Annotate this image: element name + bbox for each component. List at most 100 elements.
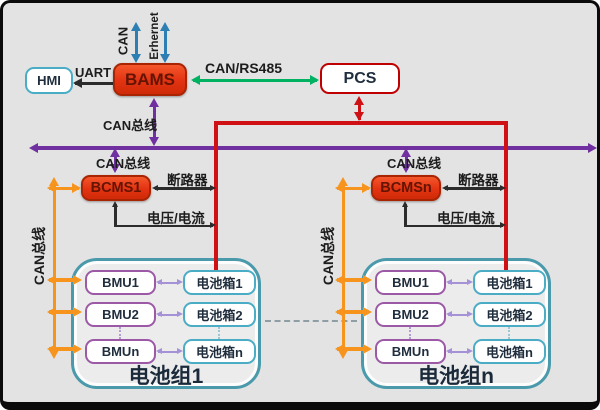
uart-line — [75, 82, 113, 85]
bmu-pack-link-line — [448, 313, 467, 316]
can-rs485-line — [193, 78, 317, 82]
left-can-trunk-down-arrowhead — [49, 350, 59, 359]
bmu-box: BMU1 — [375, 270, 446, 295]
battery-pack-box: 电池箱2 — [183, 302, 256, 327]
bmu-pack-link-right-arrowhead — [467, 348, 473, 354]
pack-ellipsis-line — [218, 327, 220, 339]
bmu-pack-link-left-arrowhead — [446, 311, 452, 317]
bmu-can-branch-line — [49, 310, 77, 314]
left-can-trunk-line — [52, 183, 56, 351]
bmu-pack-link-right-arrowhead — [467, 311, 473, 317]
bmu-pack-link-right-arrowhead — [467, 279, 473, 285]
bmu-pack-link-right-arrowhead — [177, 348, 183, 354]
bmu-pack-link-right-arrowhead — [177, 279, 183, 285]
left-vc-up-arrowhead — [111, 201, 118, 207]
right-breaker-left-arrowhead — [442, 184, 448, 191]
right-can-trunk-line — [341, 183, 345, 351]
bcmsn-label: BCMSn — [380, 180, 432, 196]
battery-pack-label: 电池箱n — [486, 345, 533, 360]
bmu-label: BMU1 — [392, 275, 429, 290]
bmu-pack-link-left-arrowhead — [156, 348, 162, 354]
battery-pack-label: 电池箱2 — [196, 308, 243, 323]
battery-pack-label: 电池箱2 — [486, 308, 533, 323]
can-bus-left-arrowhead — [29, 142, 38, 153]
bcms1-box: BCMS1 — [81, 175, 151, 201]
bcms1-bus-line — [113, 152, 117, 170]
battery-group-title: 电池组1 — [128, 365, 204, 388]
bcms1-bus-down-arrowhead — [110, 164, 120, 173]
bams-label: BAMS — [124, 69, 176, 89]
bcmsn-bus-up-arrowhead — [401, 148, 411, 157]
bcms1-label: BCMS1 — [90, 180, 142, 196]
can-bus-main-line — [35, 146, 593, 150]
bcmsn-trunk-right-arrowhead — [362, 183, 371, 193]
uart-left-arrowhead — [73, 78, 82, 88]
bmu-pack-link-line — [448, 350, 467, 353]
bmu-pack-link-line — [448, 281, 467, 284]
bmu-can-branch-left-arrowhead — [47, 306, 56, 317]
left-can-trunk-up-arrowhead — [49, 177, 59, 186]
bmu-can-branch-right-arrowhead — [73, 306, 82, 317]
battery-pack-box: 电池箱1 — [183, 270, 256, 295]
battery-pack-box: 电池箱n — [473, 339, 546, 364]
left-breaker-line — [155, 187, 212, 190]
left-vc-right-arrowhead — [210, 222, 216, 228]
can-rs485-label: CAN/RS485 — [205, 60, 283, 76]
bams-bus-down-arrowhead — [149, 137, 159, 146]
bmu-can-branch-right-arrowhead — [73, 343, 82, 354]
battery-pack-label: 电池箱1 — [486, 276, 533, 291]
right-can-trunk-up-arrowhead — [338, 177, 348, 186]
ethernet-up-arrowhead — [160, 22, 170, 31]
bmu-can-branch-line — [49, 347, 77, 351]
bmu-can-branch-line — [337, 347, 367, 351]
bams-can-bus-label: CAN总线 — [103, 118, 158, 133]
bmu-label: BMUn — [391, 344, 430, 359]
bmu-box: BMU2 — [375, 302, 446, 327]
bams-bus-up-arrowhead — [149, 98, 159, 107]
left-breaker-left-arrowhead — [152, 184, 158, 191]
bmu-ellipsis-line — [409, 327, 411, 339]
left-breaker-right-arrowhead — [210, 184, 216, 191]
can-rs485-left-arrowhead — [191, 75, 200, 85]
bmu-box: BMU2 — [85, 302, 156, 327]
bmu-pack-link-left-arrowhead — [446, 279, 452, 285]
right-vc-right-arrowhead — [500, 222, 506, 228]
pcs-power-line — [357, 100, 361, 120]
bmu-label: BMU2 — [392, 307, 429, 322]
bmu-can-branch-right-arrowhead — [363, 274, 372, 285]
right-vc-up-arrowhead — [401, 201, 408, 207]
group-continuation-dashed-line — [265, 320, 357, 322]
bmu-can-branch-left-arrowhead — [335, 274, 344, 285]
power-line-left-vertical — [214, 121, 218, 270]
bcmsn-bus-down-arrowhead — [401, 164, 411, 173]
bcms1-bus-up-arrowhead — [110, 148, 120, 157]
bmu-can-branch-left-arrowhead — [335, 343, 344, 354]
pcs-box: PCS — [320, 63, 400, 94]
can-top-up-arrowhead — [131, 22, 141, 31]
bmu-pack-link-line — [158, 350, 177, 353]
right-breaker-line — [445, 187, 502, 190]
bams-box: BAMS — [113, 63, 187, 96]
hmi-box: HMI — [25, 67, 73, 94]
bmu-can-branch-left-arrowhead — [47, 343, 56, 354]
can-top-line — [134, 29, 138, 57]
bmu-can-branch-right-arrowhead — [73, 274, 82, 285]
bmu-ellipsis-line — [119, 327, 121, 339]
battery-group-n: BMU1 BMU2 BMUn 电池箱1 电池箱2 电池箱n 电池组n — [361, 258, 551, 389]
battery-group-title: 电池组n — [418, 365, 494, 388]
bmu-can-branch-right-arrowhead — [363, 306, 372, 317]
battery-pack-box: 电池箱2 — [473, 302, 546, 327]
right-vc-label: 电压/电流 — [437, 211, 495, 226]
pack-ellipsis-line — [508, 327, 510, 339]
bmu-can-branch-line — [337, 310, 367, 314]
bmu-can-branch-left-arrowhead — [335, 306, 344, 317]
bams-bus-line — [152, 102, 156, 142]
bcmsn-can-bus-label: CAN总线 — [387, 156, 442, 171]
bcmsn-bus-line — [404, 152, 408, 170]
battery-pack-label: 电池箱1 — [196, 276, 243, 291]
bcms1-can-bus-label: CAN总线 — [96, 156, 151, 171]
left-vc-label: 电压/电流 — [147, 211, 205, 226]
battery-pack-label: 电池箱n — [196, 345, 243, 360]
bmu-pack-link-line — [158, 281, 177, 284]
ethernet-line — [163, 29, 167, 57]
